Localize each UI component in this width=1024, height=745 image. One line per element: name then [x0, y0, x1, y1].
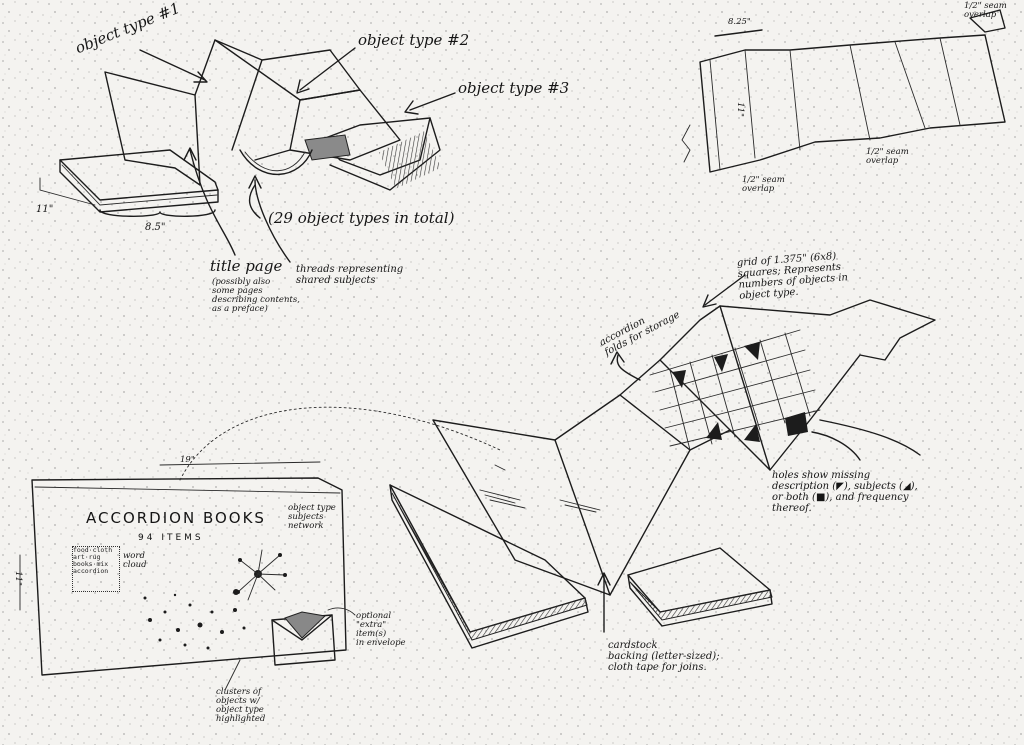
dimension-width-label: 8.5" [145, 222, 166, 233]
word-cloud: food·cloth art·rug books·mix accordion [72, 546, 120, 592]
seam-overlap-label-2: 1/2" seam overlap [866, 147, 909, 166]
object-type-3-label: object type #3 [458, 79, 570, 97]
envelope-label: optional "extra" item(s) in envelope [356, 611, 406, 648]
cardstock-note: cardstock backing (letter-sized); cloth … [608, 640, 720, 673]
seam-overlap-label-1: 1/2" seam overlap [742, 175, 785, 194]
object-type-2-label: object type #2 [358, 31, 470, 49]
object-clusters [143, 589, 246, 650]
strip-width-label: 8.25" [728, 17, 751, 27]
total-object-types-label: (29 object types in total) [268, 209, 455, 227]
network-graph [236, 549, 287, 601]
accordion-strip-sketch [681, 9, 1006, 173]
title-page-label: title page [210, 257, 283, 275]
poster-width-label: 19" [180, 455, 195, 465]
word-cloud-label: word cloud [123, 551, 147, 570]
poster-height-label: 11" [12, 571, 23, 586]
grid-holes [649, 329, 821, 451]
holes-note: holes show missing description (◤), subj… [772, 470, 918, 514]
poster-sketch [19, 461, 356, 691]
clusters-label: clusters of objects w/ object type highl… [216, 687, 266, 724]
network-label: object type subjects network [288, 503, 336, 531]
open-accordion-book-sketch [389, 274, 936, 649]
grid-note: grid of 1.375" (6x8) squares; Represents… [736, 250, 849, 302]
envelope [271, 611, 336, 666]
poster-title: ACCORDION BOOKS [86, 509, 266, 527]
object-type-books-sketch [39, 39, 456, 263]
title-page-note: (possibly also some pages describing con… [212, 277, 300, 314]
seam-overlap-label-3: 1/2" seam overlap [964, 1, 1007, 20]
strip-height-label: 11" [734, 102, 745, 117]
dimension-height-label: 11" [36, 204, 54, 215]
poster-subtitle: 94 ITEMS [138, 533, 204, 543]
threads-label: threads representing shared subjects [296, 264, 404, 286]
